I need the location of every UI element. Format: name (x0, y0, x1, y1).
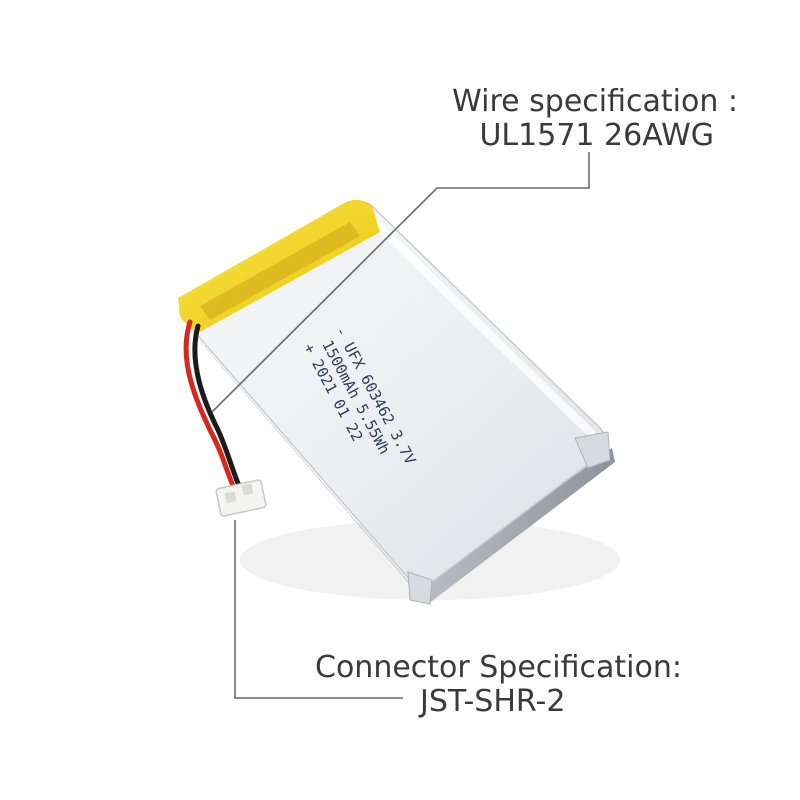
red-wire (183, 319, 237, 491)
corner-fold-bottom (407, 571, 433, 605)
tape-inner-band (200, 222, 360, 320)
connector-spec-value: JST-SHR-2 (420, 684, 566, 719)
wire-spec-value: UL1571 26AWG (479, 118, 714, 153)
corner-fold-right (574, 431, 611, 469)
connector-spec-title: Connector Specification: (315, 650, 682, 685)
jst-connector (215, 479, 267, 517)
battery-highlight (364, 212, 596, 438)
wire-leader-line (211, 152, 590, 413)
battery-bottom-edge (420, 448, 615, 604)
wire-spec-title: Wire specification : (452, 84, 738, 119)
black-wire (192, 323, 243, 491)
battery-side-edge (180, 318, 428, 605)
yellow-tape (178, 199, 380, 332)
connector-leader-line (234, 520, 403, 699)
